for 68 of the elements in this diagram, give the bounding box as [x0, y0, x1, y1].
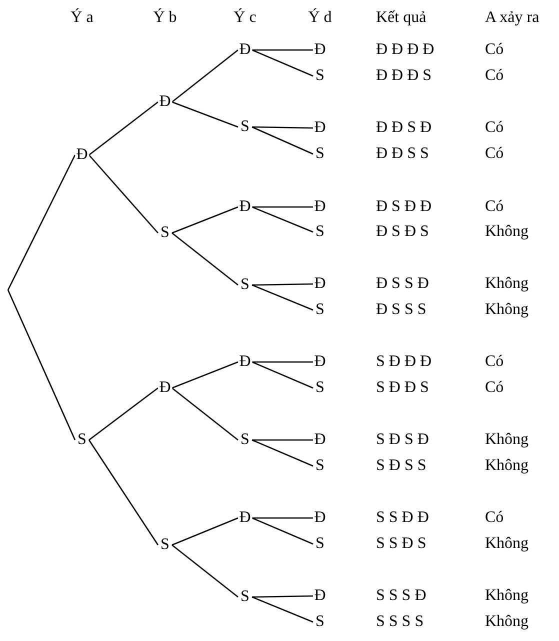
column-header: Kết quả — [376, 10, 426, 26]
tree-branch-line — [252, 283, 314, 286]
tree-branch-line — [172, 49, 238, 103]
tree-branch-line — [252, 596, 314, 623]
event-cell: Không — [485, 588, 529, 604]
event-cell: Không — [485, 302, 529, 318]
tree-branch-line — [252, 517, 314, 545]
tree-branch-line — [252, 439, 313, 441]
tree-branch-line — [252, 361, 313, 363]
column-header: Ý b — [153, 10, 177, 26]
column-header: A xảy ra — [485, 10, 540, 26]
result-cell: Đ Đ Đ S — [376, 68, 432, 84]
event-cell: Không — [485, 276, 529, 292]
result-cell: S Đ S S — [376, 458, 426, 474]
tree-branch-line — [172, 544, 238, 598]
tree-branch-line — [172, 206, 238, 234]
event-cell: Có — [485, 510, 504, 526]
result-cell: Đ S S S — [376, 302, 426, 318]
result-cell: S S Đ S — [376, 536, 426, 552]
result-cell: Đ Đ S S — [376, 146, 429, 162]
tree-branch-line — [252, 439, 314, 467]
event-cell: Có — [485, 199, 504, 215]
tree-branch-line — [172, 232, 238, 286]
result-cell: Đ S S Đ — [376, 276, 429, 292]
event-cell: Có — [485, 146, 504, 162]
column-header: Ý a — [70, 10, 94, 26]
result-cell: S S S Đ — [376, 588, 426, 604]
tree-branch-line — [7, 290, 76, 440]
tree-branch-line — [7, 154, 76, 290]
tree-branch-line — [252, 126, 314, 155]
result-cell: Đ Đ S Đ — [376, 120, 432, 136]
event-cell: Không — [485, 224, 529, 240]
event-cell: Có — [485, 354, 504, 370]
event-cell: Có — [485, 380, 504, 396]
result-cell: Đ S Đ S — [376, 224, 429, 240]
tree-branch-line — [172, 101, 238, 128]
column-header: Ý d — [308, 10, 332, 26]
tree-branch-line — [252, 517, 313, 519]
result-cell: S Đ Đ Đ — [376, 354, 432, 370]
tree-branch-line — [252, 49, 314, 77]
tree-branch-line — [252, 206, 313, 208]
tree-branch-line — [172, 361, 238, 389]
result-cell: S Đ S Đ — [376, 432, 429, 448]
result-cell: S S Đ Đ — [376, 510, 429, 526]
result-cell: S S S S — [376, 614, 424, 630]
event-cell: Không — [485, 536, 529, 552]
tree-branch-line — [172, 387, 238, 441]
event-cell: Có — [485, 42, 504, 58]
event-cell: Không — [485, 432, 529, 448]
tree-branch-line — [172, 517, 238, 546]
column-header: Ý c — [234, 10, 256, 26]
event-cell: Có — [485, 120, 504, 136]
event-cell: Không — [485, 458, 529, 474]
tree-branch-line — [252, 126, 314, 129]
tree-branch-line — [88, 154, 158, 234]
tree-branch-line — [88, 101, 158, 156]
tree-branch-line — [252, 49, 313, 51]
result-cell: Đ S Đ Đ — [376, 199, 432, 215]
event-cell: Không — [485, 614, 529, 630]
tree-branch-line — [252, 206, 314, 233]
tree-branch-line — [252, 595, 314, 598]
tree-branch-line — [252, 361, 314, 389]
event-cell: Có — [485, 68, 504, 84]
result-cell: Đ Đ Đ Đ — [376, 42, 434, 58]
tree-branch-line — [88, 387, 158, 441]
result-cell: S Đ Đ S — [376, 380, 429, 396]
tree-branch-line — [252, 284, 314, 311]
tree-branch-line — [88, 440, 159, 546]
